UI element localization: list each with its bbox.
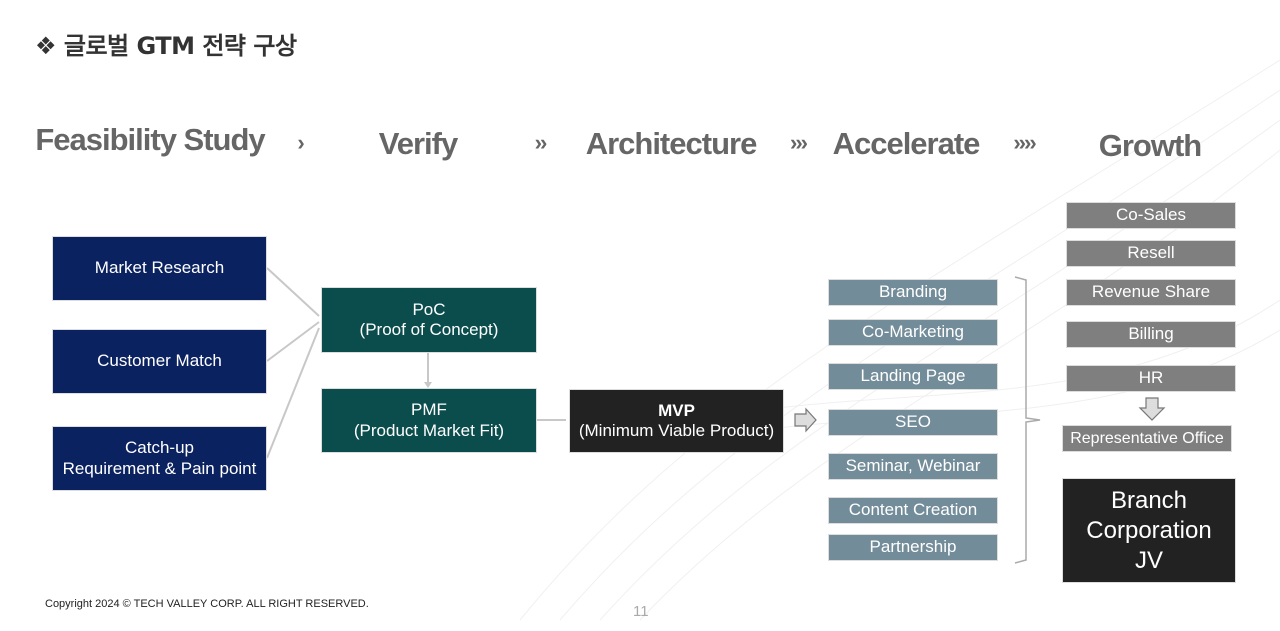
accelerate-item: Content Creation [828, 497, 998, 524]
mvp-title: MVP [658, 400, 695, 420]
phase-verify: Verify [378, 126, 458, 161]
chevron-icon: ››› [790, 130, 808, 155]
copyright: Copyright 2024 © TECH VALLEY CORP. ALL R… [45, 598, 369, 610]
accelerate-item: Seminar, Webinar [828, 453, 998, 480]
growth-item: Billing [1066, 321, 1236, 348]
phase-growth: Growth [1098, 128, 1202, 163]
accelerate-item: Branding [828, 279, 998, 306]
branch-box: Branch Corporation JV [1062, 478, 1236, 583]
growth-item: Resell [1066, 240, 1236, 267]
accelerate-item: Landing Page [828, 363, 998, 390]
chevron-icon: ›››› [1013, 130, 1036, 155]
mvp-subtitle: (Minimum Viable Product) [578, 421, 775, 440]
poc-box: PoC (Proof of Concept) [321, 287, 537, 353]
growth-item: HR [1066, 365, 1236, 392]
chevron-icon: › [297, 130, 304, 155]
accelerate-item: SEO [828, 409, 998, 436]
pmf-box: PMF (Product Market Fit) [321, 388, 537, 453]
accelerate-item: Co-Marketing [828, 319, 998, 346]
representative-office-box: Representative Office [1062, 425, 1232, 452]
down-arrow-icon [1138, 397, 1166, 421]
page-number: 11 [633, 603, 649, 620]
chevron-icon: ›› [534, 130, 548, 155]
growth-item: Revenue Share [1066, 279, 1236, 306]
phase-architecture: Architecture [585, 126, 758, 161]
market-research-box: Market Research [52, 236, 267, 301]
page-title: ❖ 글로벌 GTM 전략 구상 [35, 32, 297, 60]
catch-up-box: Catch-up Requirement & Pain point [52, 426, 267, 491]
bracket [1014, 276, 1041, 564]
phase-accelerate: Accelerate [832, 126, 981, 161]
right-arrow-icon [794, 407, 817, 433]
customer-match-box: Customer Match [52, 329, 267, 394]
mvp-box: MVP (Minimum Viable Product) [569, 389, 784, 453]
accelerate-item: Partnership [828, 534, 998, 561]
growth-item: Co-Sales [1066, 202, 1236, 229]
phase-feasibility: Feasibility Study [35, 122, 265, 157]
